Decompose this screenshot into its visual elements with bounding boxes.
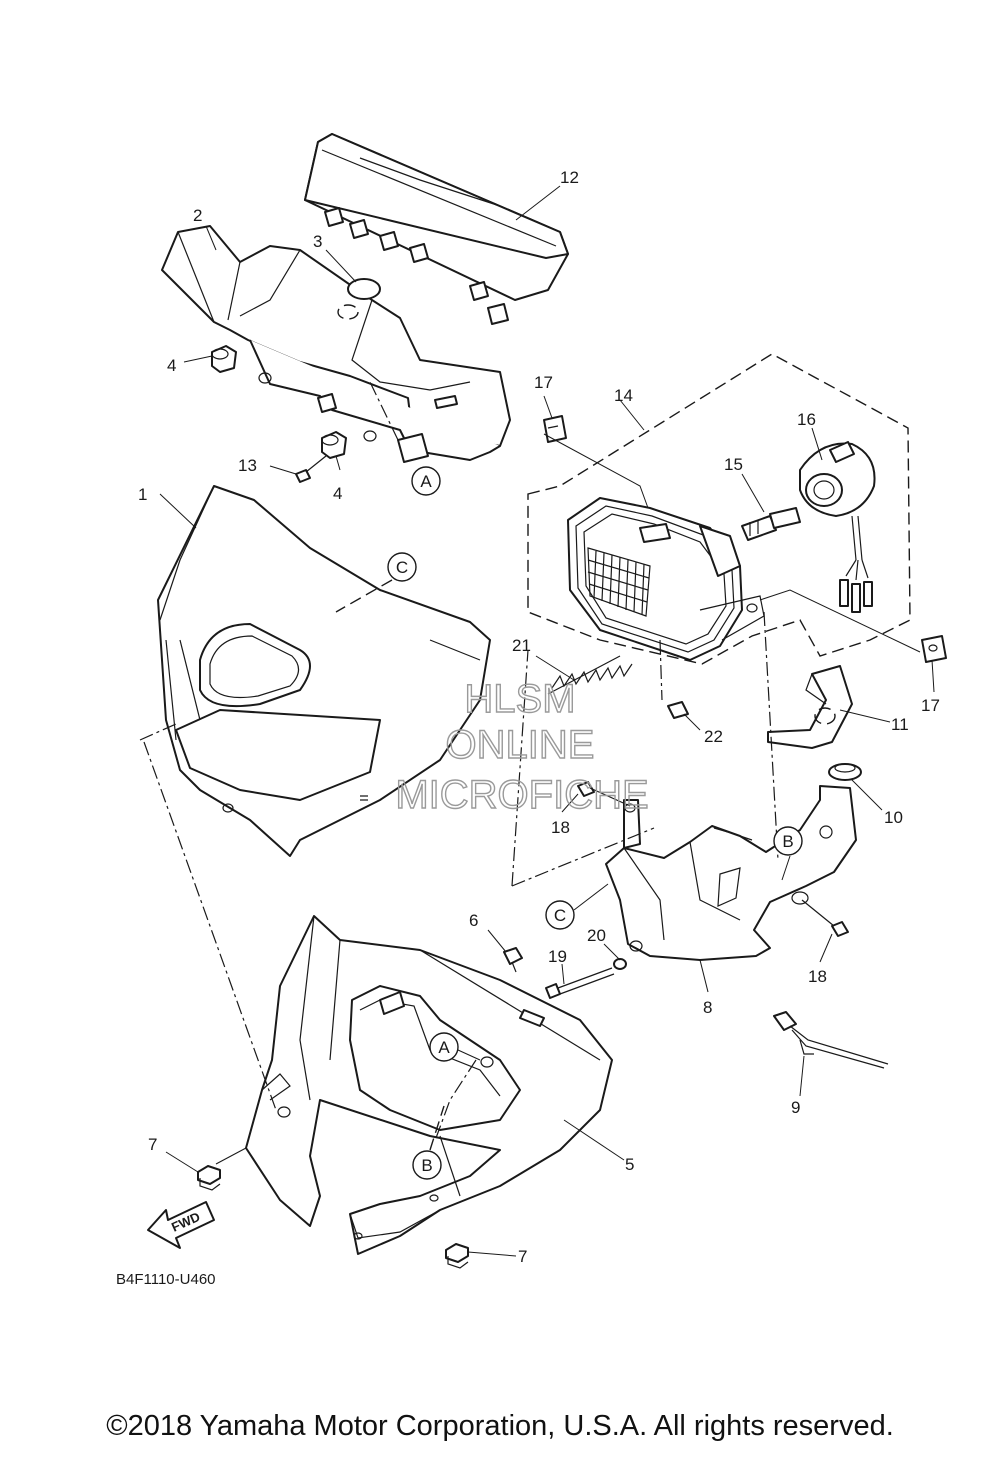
svg-text:ONLINE: ONLINE (446, 723, 595, 767)
label-part-6[interactable]: 6 (469, 911, 478, 930)
watermark: HLSM ONLINE MICROFICHE (395, 676, 650, 817)
ref-b-upper: B (773, 826, 803, 856)
svg-text:A: A (438, 1038, 450, 1057)
bolt-19[interactable] (545, 967, 615, 999)
lower-cowl[interactable] (245, 915, 613, 1255)
bolt-18-lower[interactable] (801, 899, 849, 937)
svg-text:HLSM: HLSM (464, 677, 575, 721)
label-part-19[interactable]: 19 (548, 947, 567, 966)
grommet-10[interactable] (828, 763, 862, 781)
label-part-21[interactable]: 21 (512, 636, 531, 655)
damper[interactable] (347, 278, 381, 300)
ref-c-leader (335, 579, 393, 613)
label-part-9[interactable]: 9 (791, 1098, 800, 1117)
ref-a-lower: A (429, 1032, 459, 1062)
label-part-10[interactable]: 10 (884, 808, 903, 827)
headlight-group-outline (527, 353, 911, 665)
headlight-bracket[interactable] (767, 665, 853, 749)
cable-tie[interactable] (773, 1011, 889, 1069)
front-cover[interactable] (157, 485, 491, 857)
diagram-code: B4F1110-U460 (116, 1271, 216, 1288)
bolt-18-upper[interactable] (577, 781, 631, 807)
svg-text:C: C (554, 906, 566, 925)
label-part-15[interactable]: 15 (724, 455, 743, 474)
headlight-lens-grid (587, 547, 651, 617)
label-part-1[interactable]: 1 (138, 485, 147, 504)
ref-a-lower-leader (457, 1049, 481, 1061)
label-part-17-upper[interactable]: 17 (534, 373, 553, 392)
meter-assembly[interactable] (304, 133, 569, 325)
ref-c-lower: C (545, 900, 575, 930)
label-part-12[interactable]: 12 (560, 168, 579, 187)
ref-b-leader (781, 855, 791, 881)
label-part-4-upper[interactable]: 4 (167, 356, 176, 375)
headlight-assembly[interactable] (567, 497, 765, 661)
label-part-18-lower[interactable]: 18 (808, 967, 827, 986)
ref-c-upper: C (387, 552, 417, 582)
label-part-7-bottom[interactable]: 7 (518, 1247, 527, 1266)
label-part-13[interactable]: 13 (238, 456, 257, 475)
label-part-18-upper[interactable]: 18 (551, 818, 570, 837)
assembly-lines (139, 381, 779, 1139)
grommet-upper[interactable] (211, 345, 237, 373)
nut-22[interactable] (667, 701, 689, 719)
screw-6[interactable] (503, 947, 523, 973)
meter-panel[interactable] (161, 225, 511, 463)
adjust-spring[interactable] (547, 655, 633, 695)
trim-clip-7-bottom[interactable] (445, 1243, 469, 1269)
ref-b-lower-leader (429, 1105, 445, 1151)
label-part-22[interactable]: 22 (704, 727, 723, 746)
screw-13[interactable] (295, 455, 327, 483)
label-part-8[interactable]: 8 (703, 998, 712, 1017)
headlight-stay[interactable] (605, 785, 857, 961)
label-part-4-lower[interactable]: 4 (333, 484, 342, 503)
headlight-bulb[interactable] (741, 507, 801, 541)
ref-b-lower: B (412, 1150, 442, 1180)
parts-diagram: A C B C A B 1 2 3 4 4 5 6 7 7 8 9 10 11 … (116, 133, 947, 1288)
copyright-notice: ©2018 Yamaha Motor Corporation, U.S.A. A… (106, 1410, 894, 1442)
label-part-7-left[interactable]: 7 (148, 1135, 157, 1154)
label-part-17-lower[interactable]: 17 (921, 696, 940, 715)
leader-lines (159, 185, 935, 1257)
svg-text:A: A (420, 472, 432, 491)
label-part-20[interactable]: 20 (587, 926, 606, 945)
bulb-socket[interactable] (799, 441, 876, 613)
svg-text:MICROFICHE: MICROFICHE (395, 773, 648, 817)
clip-17-lower[interactable] (921, 635, 947, 663)
label-part-2[interactable]: 2 (193, 206, 202, 225)
svg-text:B: B (782, 832, 793, 851)
label-part-14[interactable]: 14 (614, 386, 633, 405)
label-part-3[interactable]: 3 (313, 232, 322, 251)
ref-c-lower-leader (573, 883, 609, 911)
svg-text:C: C (396, 558, 408, 577)
grommet-lower[interactable] (321, 431, 347, 459)
trim-clip-7-left[interactable] (197, 1165, 221, 1191)
damper-hidden-outline (337, 304, 359, 320)
label-part-16[interactable]: 16 (797, 410, 816, 429)
ref-a-upper: A (411, 466, 441, 496)
fwd-arrow-icon: FWD (147, 1201, 215, 1249)
washer-20[interactable] (613, 958, 627, 970)
clip-17-upper[interactable] (543, 415, 567, 443)
svg-text:B: B (421, 1156, 432, 1175)
label-part-5[interactable]: 5 (625, 1155, 634, 1174)
label-part-11[interactable]: 11 (891, 715, 909, 734)
